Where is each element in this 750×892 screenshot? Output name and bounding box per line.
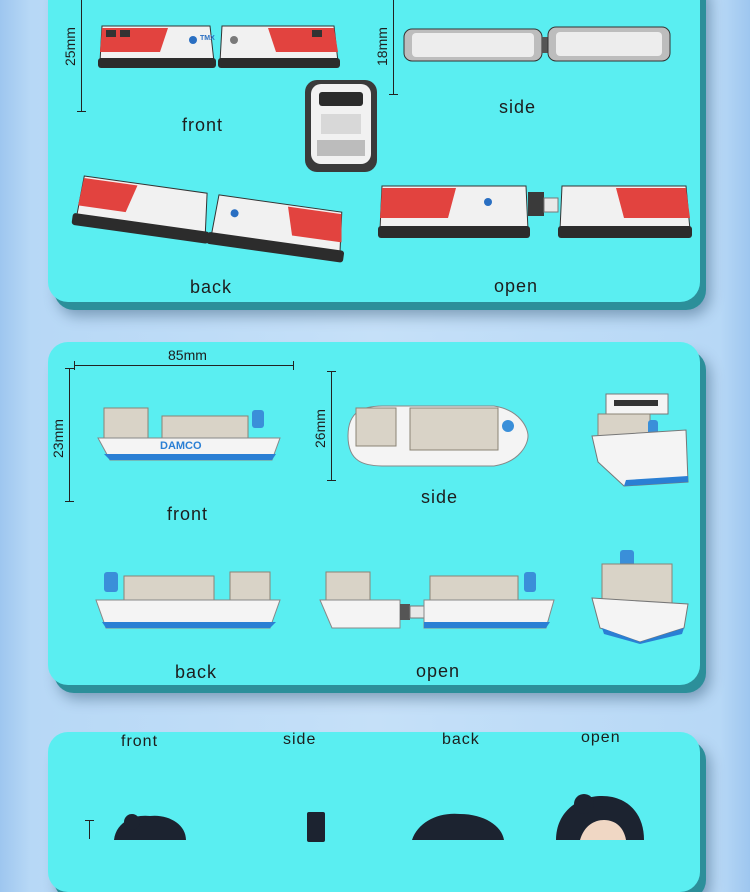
label-front: front [182,115,224,135]
dimension-tick [85,820,94,821]
side-height-dimension-line [393,0,394,95]
ship-front-image [97,407,281,461]
train-head-on-image [305,80,377,172]
dimension-tick [77,111,86,112]
dimension-tick [293,361,294,370]
label-front: front [167,504,209,524]
ship-rear-angle-image [591,550,689,644]
label-open: open [416,661,461,681]
label-open: open [494,276,539,296]
label-back: back [190,277,233,297]
height-dimension-label: 23mm [50,419,66,458]
label-back: back [442,731,480,748]
height-dimension-label: 25mm [62,27,78,66]
height-dimension-line [81,0,82,112]
dimension-tick [327,480,336,481]
ship-side-image [347,405,529,467]
length-dimension-line [74,365,294,366]
label-open: open [581,729,621,746]
height-dimension-line [69,368,70,502]
figure-side-image [307,812,325,842]
ship-logo-text: DAMCO [160,440,202,452]
train-front-image [98,25,340,68]
length-dimension-label: 85mm [168,347,207,363]
figure-open-image [556,794,644,840]
label-back: back [175,662,218,682]
dimension-tick [389,94,398,95]
ship-angle-image [591,393,689,487]
height-dimension-line [89,820,90,839]
train-back-image [71,175,345,263]
side-height-dimension-label: 18mm [374,27,390,66]
label-side: side [283,731,317,748]
train-logo-text: TMX [200,35,215,42]
dimension-tick [327,371,336,372]
ship-back-image [95,571,281,629]
side-height-dimension-label: 26mm [312,409,328,448]
train-side-image [403,26,671,62]
figure-front-image [114,814,186,840]
train-open-image [378,185,692,238]
figure-back-image [412,813,504,840]
dimension-tick [65,368,74,369]
label-side: side [499,97,537,117]
side-height-dimension-line [331,371,332,481]
ship-open-image [319,571,555,629]
label-front: front [121,733,159,750]
dimension-tick [74,361,75,370]
dimension-tick [65,501,74,502]
label-side: side [421,487,459,507]
